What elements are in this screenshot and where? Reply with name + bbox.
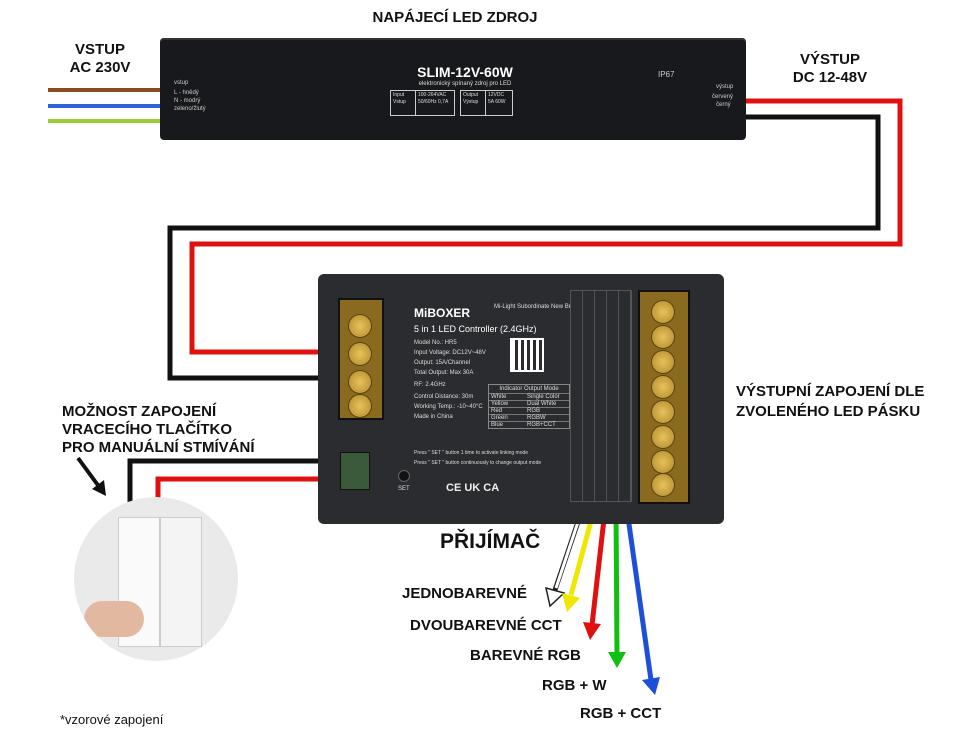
output-wiring-label-line1: VÝSTUPNÍ ZAPOJENÍ DLE — [736, 383, 925, 400]
mode-arrow-green — [613, 509, 620, 656]
switch-pointer-arrow — [76, 456, 102, 490]
psu-model: SLIM-12V-60W — [417, 64, 513, 80]
psu-output-line-red: červený — [712, 94, 734, 100]
set-button[interactable] — [398, 470, 410, 482]
mode-label-cct: DVOUBAREVNÉ CCT — [410, 617, 562, 634]
psu-spec-output-label: Output Výstup — [460, 90, 486, 116]
receiver-label: PŘIJÍMAČ — [440, 530, 541, 553]
psu-input-line-n: N - modrý — [174, 98, 201, 104]
finger-image — [84, 601, 144, 637]
controller-spec: Made in China — [414, 414, 453, 420]
controller-note: Press " SET " button 1 time to activate … — [414, 450, 529, 456]
switch-pointer-head — [92, 480, 106, 496]
indicator-title: Indicator Output Mode — [499, 386, 559, 392]
indicator-row: White Single Color — [489, 393, 569, 400]
power-supply: SLIM-12V-60W elektronický spínaný zdroj … — [160, 38, 746, 140]
controller-name: 5 in 1 LED Controller (2.4GHz) — [414, 324, 537, 334]
controller-note: Press " SET " button continuously to cha… — [414, 460, 542, 466]
input-screw-4 — [348, 394, 372, 418]
output-screw — [651, 325, 675, 349]
qr-code — [510, 338, 544, 372]
switch-label-line2: VRACECÍHO TLAČÍTKO — [62, 421, 232, 438]
controller-spec: Control Distance: 30m — [414, 394, 474, 400]
controller-brand: MiBOXER — [414, 306, 471, 320]
mode-arrowhead-green — [608, 652, 626, 668]
indicator-row: Blue RGB+CCT — [489, 421, 569, 428]
output-label-line2: DC 12-48V — [792, 69, 868, 86]
footnote: *vzorové zapojení — [60, 712, 164, 727]
psu-title: NAPÁJECÍ LED ZDROJ — [372, 9, 538, 26]
output-screw — [651, 450, 675, 474]
indicator-row: Green RGBW — [489, 414, 569, 421]
output-label-panel — [570, 290, 632, 502]
mode-arrowhead-white — [544, 586, 566, 608]
set-button-label: SET — [398, 486, 410, 492]
psu-input-line-l: L - hnědý — [174, 90, 199, 96]
dc-red-wire — [189, 98, 903, 355]
indicator-table: Indicator Output Mode White Single Color… — [488, 384, 570, 429]
output-screw — [651, 300, 675, 324]
controller-spec: Output: 15A/Channel — [414, 360, 471, 366]
controller-spec: Input Voltage: DC12V~48V — [414, 350, 486, 356]
controller-spec: Model No.: HR5 — [414, 340, 457, 346]
input-screw-3 — [348, 370, 372, 394]
switch-label-line1: MOŽNOST ZAPOJENÍ — [62, 403, 217, 420]
mode-label-rgb: BAREVNÉ RGB — [470, 647, 581, 664]
mode-label-single: JEDNOBAREVNÉ — [402, 585, 528, 602]
controller-spec: RF: 2.4GHz — [414, 382, 446, 388]
mode-arrowhead-yellow — [562, 593, 580, 612]
output-screw — [651, 425, 675, 449]
indicator-row: Yellow Dual White — [489, 400, 569, 407]
controller-brand-sub: Mi-Light Subordinate New Brand — [494, 304, 581, 310]
switch-label-line3: PRO MANUÁLNÍ STMÍVÁNÍ — [62, 439, 255, 456]
output-screw — [651, 350, 675, 374]
controller-spec: Working Temp.: -10~40°C — [414, 404, 483, 410]
input-label-line1: VSTUP — [74, 41, 125, 58]
mode-arrow-yellow — [568, 509, 597, 596]
psu-subtitle: elektronický spínaný zdroj pro LED — [418, 81, 512, 87]
controller-spec: Total Output: Max 30A — [414, 370, 474, 376]
switch-rocker-right — [160, 517, 202, 647]
mode-arrow-red — [589, 509, 608, 626]
push-button-switch — [74, 497, 238, 661]
output-screw — [651, 375, 675, 399]
mode-arrowhead-blue — [642, 677, 660, 695]
dimming-terminal — [340, 452, 370, 490]
mode-label-rgbw: RGB + W — [542, 677, 607, 694]
psu-spec-input-label: Input Vstup — [390, 90, 416, 116]
psu-output-line-black: černý — [716, 102, 731, 108]
psu-spec-output-value: 12VDC 5A 60W — [485, 90, 513, 116]
input-label-line2: AC 230V — [69, 59, 131, 76]
output-screw — [651, 473, 675, 497]
indicator-row: Red RGB — [489, 407, 569, 414]
output-label-line1: VÝSTUP — [799, 51, 860, 68]
mode-arrowhead-red — [583, 622, 601, 640]
psu-output-heading: výstup — [716, 84, 734, 90]
psu-input-heading: vstup — [174, 80, 189, 86]
led-controller: MiBOXER Mi-Light Subordinate New Brand 5… — [318, 274, 724, 524]
input-screw-2 — [348, 342, 372, 366]
psu-input-line-pe: zeleno/žlutý — [174, 106, 206, 112]
dc-black-wire — [167, 114, 881, 381]
psu-spec-input-value: 100-264VAC 50/60Hz 0,7A — [415, 90, 455, 116]
output-screw — [651, 400, 675, 424]
certification-marks: CE UK CA — [446, 482, 500, 494]
mode-arrow-blue — [624, 509, 654, 681]
psu-ip-rating: IP67 — [658, 70, 675, 79]
input-screw-1 — [348, 314, 372, 338]
mode-label-rgbcct: RGB + CCT — [580, 705, 662, 722]
output-wiring-label-line2: ZVOLENÉHO LED PÁSKU — [736, 403, 921, 420]
